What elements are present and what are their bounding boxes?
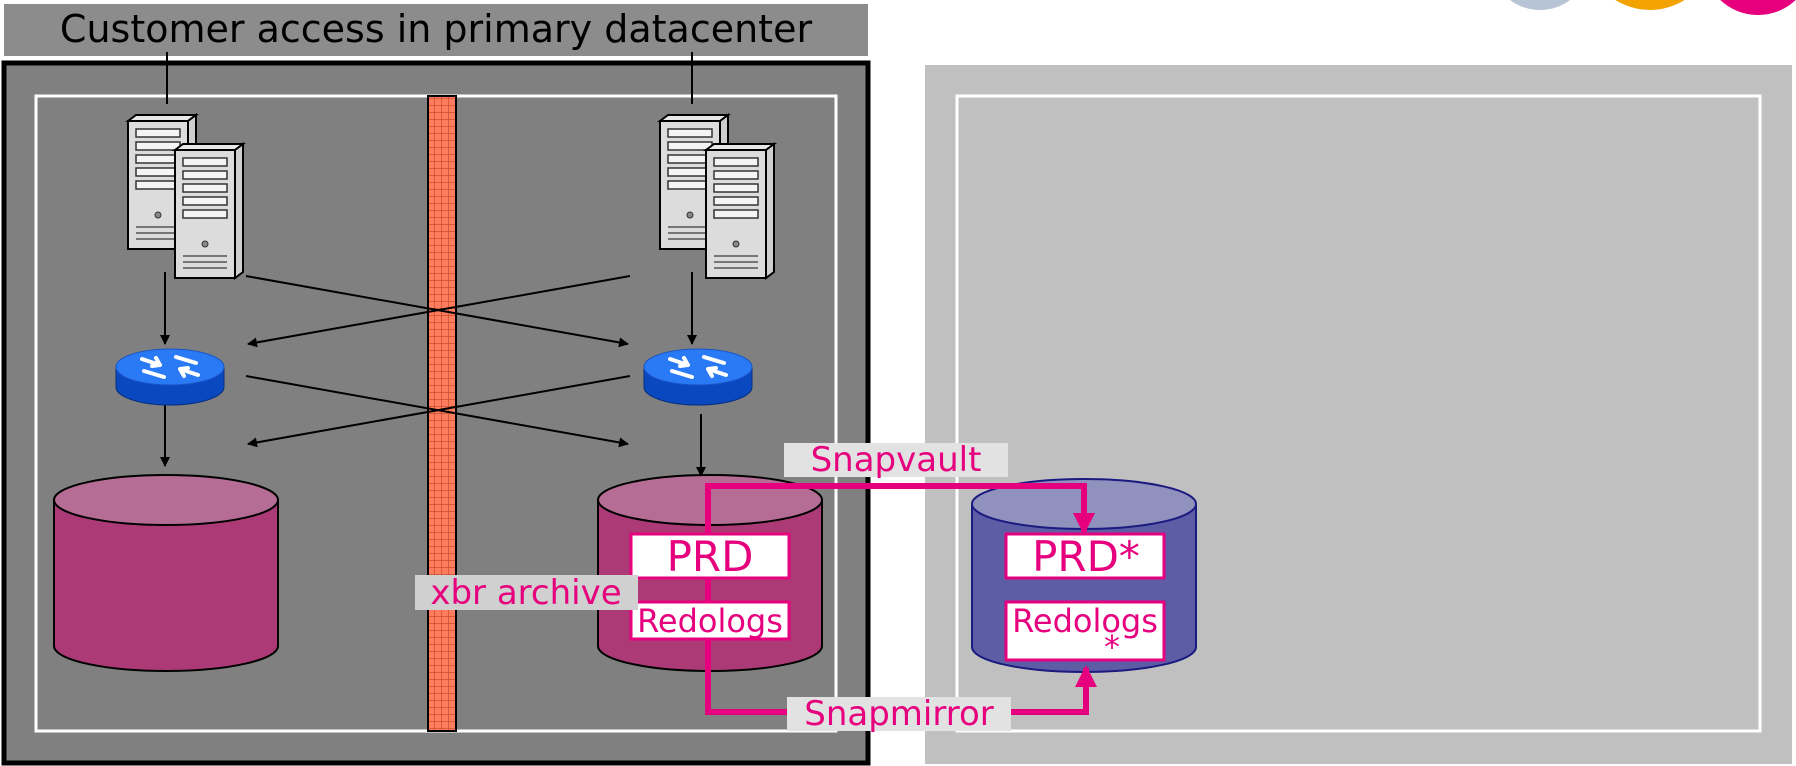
prd-star-box — [1004, 532, 1166, 580]
router-icon — [114, 347, 226, 407]
snapvault-label-bg — [784, 443, 1008, 477]
xbr-archive-label-bg — [415, 575, 638, 610]
logo-circles-icon — [1510, 0, 1796, 15]
router-icon — [642, 347, 754, 407]
snapmirror-label: Snapmirror — [804, 694, 994, 734]
prd-label: PRD — [667, 532, 754, 581]
redologs-label: Redologs — [637, 602, 783, 640]
xbr-archive-label: xbr archive — [430, 573, 621, 613]
secondary-datacenter-inner-frame — [955, 94, 1762, 733]
redologs-box — [629, 600, 791, 641]
prd-box — [629, 532, 791, 580]
snapmirror-label-bg — [787, 697, 1011, 731]
snapvault-label: Snapvault — [811, 440, 982, 480]
redologs-star-label: Redologs — [1012, 602, 1158, 640]
page-title: Customer access in primary datacenter — [60, 7, 813, 51]
cross-connections — [245, 275, 631, 448]
redologs-star-box — [1004, 600, 1166, 662]
redologs-star-mark: * — [1104, 628, 1120, 666]
prd-star-label: PRD* — [1032, 532, 1140, 581]
database-icon — [53, 474, 279, 672]
title-bar — [4, 4, 868, 56]
